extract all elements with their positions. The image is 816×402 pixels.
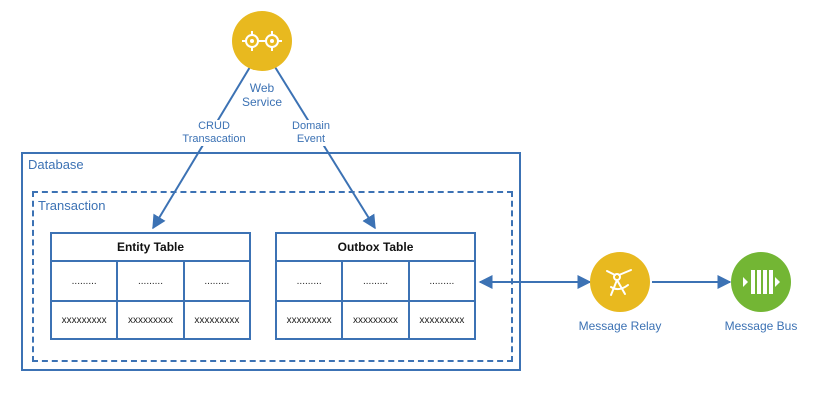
message-relay-node[interactable]	[590, 252, 650, 312]
table-cell: .........	[116, 262, 182, 300]
table-cell: xxxxxxxxx	[182, 302, 249, 338]
domain-event-edge-label: Domain Event	[286, 120, 336, 146]
transaction-label: Transaction	[38, 198, 106, 213]
message-bus-label: Message Bus	[724, 319, 798, 333]
table-cell: .........	[71, 275, 97, 287]
web-service-label: Web Service	[241, 81, 282, 109]
compass-icon	[606, 269, 632, 296]
domain-event-edge	[274, 66, 376, 230]
transaction-container	[32, 191, 513, 362]
crud-edge-label: CRUD Transacation	[176, 120, 252, 146]
table-row: ......... ......... .........	[277, 262, 474, 300]
table-cell: .........	[296, 275, 322, 287]
crud-edge	[152, 66, 251, 230]
table-cell: xxxxxxxxx	[61, 314, 107, 326]
table-cell: .........	[182, 262, 249, 300]
table-row: xxxxxxxxx xxxxxxxxx xxxxxxxxx	[52, 300, 249, 338]
outbox-table-title: Outbox Table	[277, 234, 474, 262]
table-cell: xxxxxxxxx	[286, 314, 332, 326]
message-bus-node[interactable]	[731, 252, 791, 312]
outbox-table[interactable]: Outbox Table ......... ......... .......…	[275, 232, 476, 340]
entity-table[interactable]: Entity Table ......... ......... .......…	[50, 232, 251, 340]
queue-icon	[743, 270, 780, 294]
table-cell: xxxxxxxxx	[407, 302, 474, 338]
message-relay-label: Message Relay	[578, 319, 662, 333]
database-label: Database	[28, 157, 84, 172]
web-service-node[interactable]	[232, 11, 292, 71]
table-cell: .........	[407, 262, 474, 300]
database-container	[21, 152, 521, 371]
table-cell: xxxxxxxxx	[341, 302, 407, 338]
table-cell: .........	[341, 262, 407, 300]
table-row: xxxxxxxxx xxxxxxxxx xxxxxxxxx	[277, 300, 474, 338]
entity-table-title: Entity Table	[52, 234, 249, 262]
table-row: ......... ......... .........	[52, 262, 249, 300]
gears-icon	[242, 31, 282, 51]
table-cell: xxxxxxxxx	[116, 302, 182, 338]
